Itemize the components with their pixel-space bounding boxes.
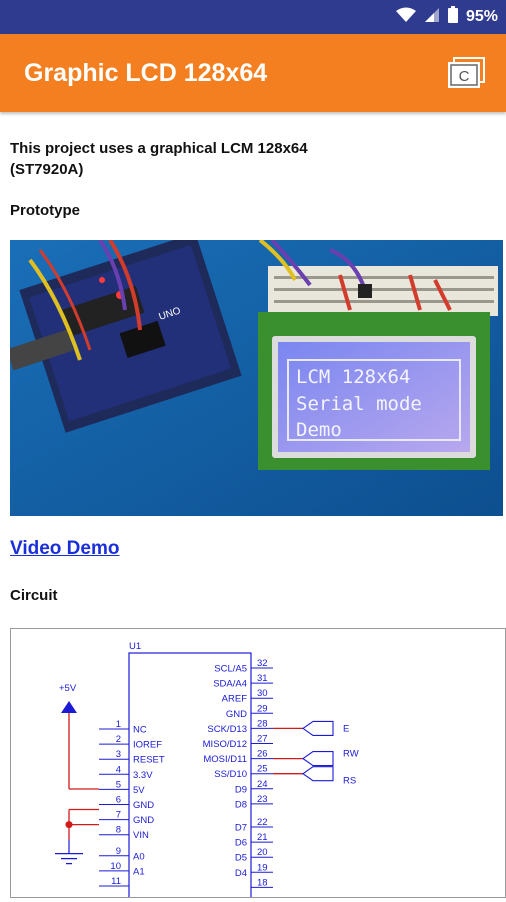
chip-label: U1 <box>129 641 141 652</box>
left-pin-name: GND <box>133 800 154 811</box>
left-pin-name: GND <box>133 815 154 826</box>
right-pin-number: 18 <box>257 877 268 888</box>
left-pin-name: NC <box>133 725 147 736</box>
left-pin-name: IOREF <box>133 740 162 751</box>
left-pin-name: 5V <box>133 785 145 796</box>
left-pin-name: A1 <box>133 866 145 877</box>
right-pin-number: 27 <box>257 734 268 745</box>
right-pin-number: 32 <box>257 658 268 669</box>
supply-label: +5V <box>59 683 77 694</box>
right-pin-name: SDA/A4 <box>213 679 247 690</box>
signal-icon <box>424 7 440 28</box>
wifi-icon <box>395 7 416 28</box>
right-pin-name: D8 <box>235 799 247 810</box>
right-pin-name: SCK/D13 <box>207 724 247 735</box>
copy-icon: C <box>448 57 485 88</box>
left-pin-number: 2 <box>116 734 121 745</box>
left-pin-number: 6 <box>116 795 121 806</box>
app-bar: Graphic LCD 128x64 C <box>0 34 506 112</box>
battery-percent: 95% <box>465 8 498 25</box>
left-pin-number: 11 <box>111 876 121 887</box>
right-pin-name: GND <box>226 709 247 720</box>
lcd-line-2: Serial mode <box>296 393 422 415</box>
right-pin-name: D5 <box>235 853 247 864</box>
right-pin-number: 28 <box>257 718 268 729</box>
page-title: Graphic LCD 128x64 <box>24 58 268 87</box>
prototype-photo: LCM 128x64 Serial mode Demo UNO <box>10 240 503 516</box>
left-pin-name: RESET <box>133 755 165 766</box>
right-pin-number: 24 <box>257 779 268 790</box>
right-pin-number: 25 <box>257 764 268 775</box>
intro-text: This project uses a graphical LCM 128x64… <box>10 140 308 178</box>
circuit-heading: Circuit <box>10 587 58 604</box>
right-pin-number: 21 <box>257 832 268 843</box>
left-pin-number: 4 <box>116 764 121 775</box>
net-label-rs: RS <box>343 776 356 787</box>
video-demo-link[interactable]: Video Demo <box>10 538 120 559</box>
right-pin-number: 20 <box>257 847 268 858</box>
right-pin-number: 22 <box>257 817 268 828</box>
left-pin-name: VIN <box>133 830 149 841</box>
lcd-line-3: Demo <box>296 419 342 441</box>
right-pin-name: D7 <box>235 823 247 834</box>
status-bar: 95% <box>0 0 506 34</box>
net-flag <box>302 720 334 736</box>
svg-text:C: C <box>459 68 470 85</box>
content: This project uses a graphical LCM 128x64… <box>10 112 506 902</box>
right-pin-name: D4 <box>235 868 247 879</box>
left-pin-name: 3.3V <box>133 770 153 781</box>
right-pin-number: 31 <box>257 673 268 684</box>
net-flag <box>302 766 334 782</box>
left-pin-number: 7 <box>116 810 121 821</box>
left-pin-number: 3 <box>116 749 121 760</box>
battery-icon <box>447 6 458 28</box>
net-label-rw: RW <box>343 749 359 760</box>
right-pin-name: D9 <box>235 784 247 795</box>
supply-arrow <box>61 701 77 713</box>
net-label-e: E <box>343 723 349 734</box>
right-pin-name: D6 <box>235 838 247 849</box>
right-pin-name: MISO/D12 <box>203 739 247 750</box>
left-pin-number: 10 <box>110 861 121 872</box>
right-pin-number: 19 <box>257 862 268 873</box>
chip-body <box>128 652 252 902</box>
right-pin-number: 23 <box>257 794 268 805</box>
prototype-heading: Prototype <box>10 202 81 219</box>
left-pin-name: A0 <box>133 851 145 862</box>
copy-code-button[interactable]: C <box>446 55 488 91</box>
left-pin-number: 9 <box>116 846 121 857</box>
right-pin-name: SCL/A5 <box>214 664 247 675</box>
ground-junction <box>65 821 73 829</box>
left-pin-number: 8 <box>116 825 121 836</box>
net-flag <box>302 751 334 767</box>
right-pin-name: SS/D10 <box>214 769 247 780</box>
right-pin-number: 26 <box>257 749 268 760</box>
lcd-line-1: LCM 128x64 <box>296 366 410 388</box>
right-pin-name: AREF <box>222 694 248 705</box>
left-pin-number: 5 <box>116 779 121 790</box>
left-pin-number: 1 <box>116 719 121 730</box>
right-pin-name: MOSI/D11 <box>203 754 247 765</box>
right-pin-number: 29 <box>257 703 268 714</box>
right-pin-number: 30 <box>257 688 268 699</box>
